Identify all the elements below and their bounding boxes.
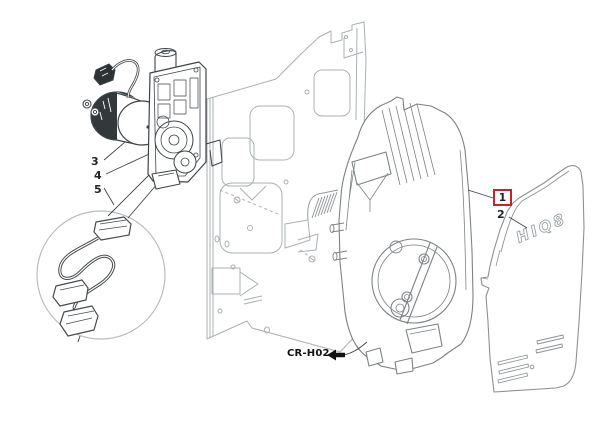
side-cover: HIQ8 <box>480 165 585 393</box>
callout-2: 2 <box>497 208 505 221</box>
callout-3: 3 <box>91 155 99 168</box>
gear-bracket-assembly <box>147 48 223 190</box>
cover-vent-slots <box>497 334 564 384</box>
direction-arrow-icon <box>327 349 345 361</box>
drive-housing <box>329 96 474 375</box>
diagram-code-label: CR-H02 <box>287 348 330 359</box>
callout-4: 4 <box>94 169 102 182</box>
right-callout-leaders <box>343 189 528 356</box>
callout-1-highlight-box: 1 <box>493 189 512 206</box>
callout-5: 5 <box>94 183 102 196</box>
cable-harness <box>52 216 132 343</box>
vent-hatching <box>307 189 339 221</box>
callout-1: 1 <box>498 191 507 204</box>
rear-mounting-panel <box>206 21 367 353</box>
wiring-harness-detail-circle <box>36 171 166 343</box>
